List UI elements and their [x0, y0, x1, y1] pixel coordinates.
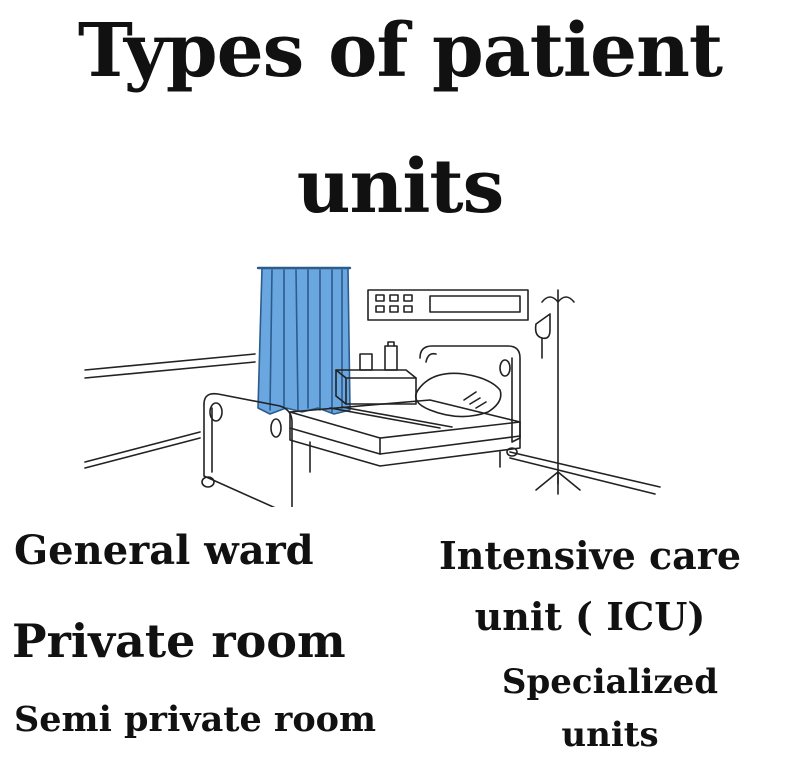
page-title-line-2: units — [296, 144, 505, 230]
general-ward-label: General ward — [14, 527, 314, 574]
icu-label: Intensive care unit ( ICU) — [438, 533, 742, 639]
bed-footboard — [201, 392, 293, 507]
page-title-line-1: Types of patient — [77, 8, 723, 94]
hospital-bed-illustration — [84, 266, 661, 507]
bed-headboard — [419, 345, 521, 457]
private-room-label: Private room — [12, 614, 346, 668]
bed-mattress — [289, 399, 521, 473]
floor-line — [509, 451, 661, 495]
semi-private-room-label: Semi private room — [14, 699, 377, 740]
pillow — [414, 372, 502, 418]
wall-medical-panel — [367, 289, 529, 321]
specialized-units-label: Specialized units — [501, 662, 719, 755]
wall-rail — [84, 353, 256, 469]
iv-stand — [534, 289, 581, 495]
